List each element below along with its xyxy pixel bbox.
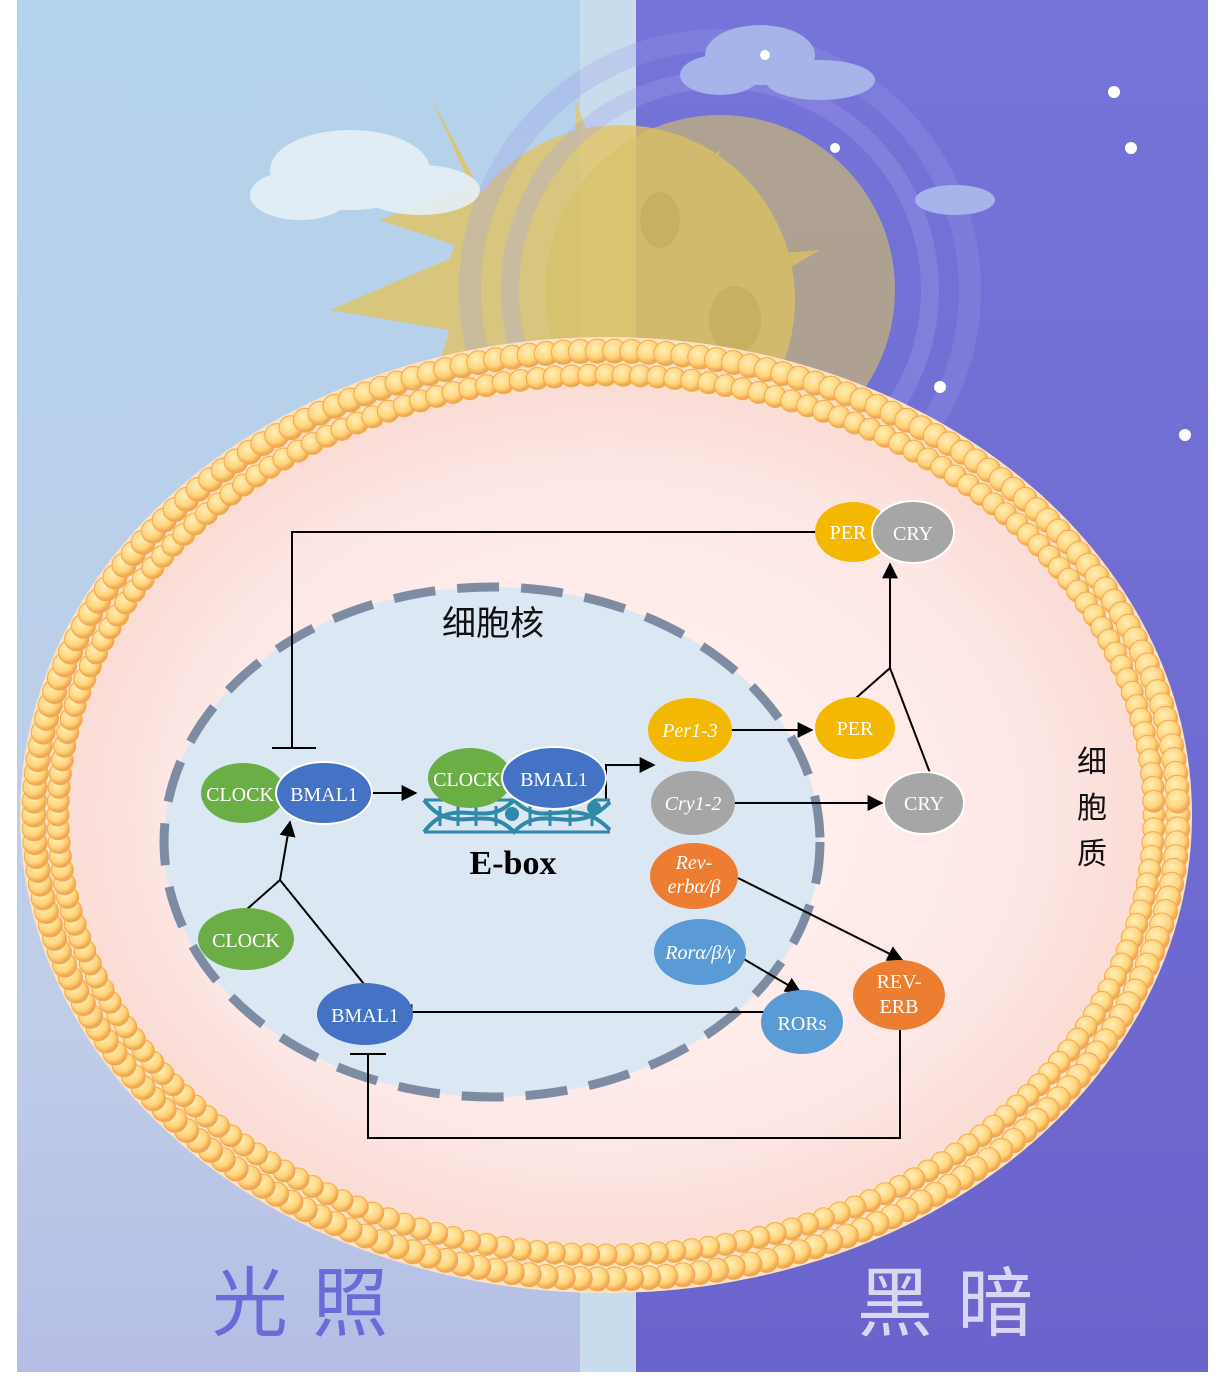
bmal1-label: BMAL1 [290, 784, 358, 806]
cloud-icon [250, 130, 480, 220]
membrane-beads-outer [21, 338, 1191, 1292]
rors-node: RORs [761, 990, 843, 1054]
per-complex-label: PER [830, 522, 867, 544]
ror-gene-node: Rorα/β/γ [654, 919, 746, 985]
bmal1-node-main: BMAL1 [275, 761, 373, 825]
bmal1-merge-line [279, 879, 365, 985]
per-gene-node: Per1-3 [648, 698, 732, 762]
membrane-beads-inner [46, 363, 1166, 1267]
light-label: 光 照 [212, 1259, 388, 1348]
cry-protein-label: CRY [904, 793, 944, 815]
arrow-reverb [737, 877, 904, 961]
bmal1-label: BMAL1 [520, 769, 588, 791]
rev-erb-protein-label-line2: ERB [880, 996, 919, 1018]
nucleus-envelope [159, 582, 825, 1102]
rev-erb-gene-node: Rev- erbα/β [650, 843, 738, 909]
reverb-inhibit-line [367, 1030, 901, 1139]
cry-protein-node: CRY [883, 771, 965, 835]
rors-label: RORs [778, 1013, 827, 1035]
cytoplasm-char-2: 胞 [1077, 791, 1107, 826]
nucleus-label: 细胞核 [442, 604, 544, 644]
per-protein-node: PER [815, 697, 895, 759]
cry-gene-node: Cry1-2 [651, 771, 735, 835]
nodes: CLOCK BMAL1 CLOCK BMAL1 CLOCK BMAL1 Per1… [198, 500, 965, 1054]
clock-merge-line [245, 879, 281, 911]
rev-erb-gene-label-line1: Rev- [675, 852, 713, 874]
cytoplasm-label: 细 胞 质 [1077, 745, 1107, 872]
ror-gene-label: Rorα/β/γ [664, 942, 736, 964]
clock-label: CLOCK [433, 769, 501, 791]
ebox-label: E-box [470, 845, 557, 882]
cytoplasm-char-3: 质 [1077, 837, 1107, 872]
clock-node-main: CLOCK [201, 763, 285, 823]
per-protein-label: PER [837, 718, 874, 740]
cry-merge-line [889, 667, 931, 774]
per-complex-node: PER [815, 502, 891, 562]
per-gene-label: Per1-3 [661, 720, 718, 742]
per-cry-inhibit-line [291, 531, 820, 748]
cry-complex-node: CRY [871, 500, 955, 564]
arrow-rors [741, 957, 802, 993]
rev-erb-protein-node: REV- ERB [853, 960, 945, 1030]
nucleus: 细胞核 [159, 582, 825, 1102]
cry-gene-label: Cry1-2 [665, 793, 722, 815]
cytoplasm-char-1: 细 [1077, 745, 1107, 780]
transcription-arrow [605, 757, 656, 800]
bmal1-node-lower: BMAL1 [317, 983, 413, 1045]
clock-label: CLOCK [212, 930, 280, 952]
clock-node-ebox: CLOCK [428, 748, 512, 808]
cry-complex-label: CRY [893, 523, 933, 545]
bmal1-node-ebox: BMAL1 [501, 746, 607, 810]
dark-label: 黑 暗 [857, 1259, 1033, 1348]
rev-erb-protein-label-line1: REV- [877, 971, 922, 993]
clock-label: CLOCK [206, 784, 274, 806]
rev-erb-gene-label-line2: erbα/β [668, 876, 721, 898]
per-merge-line [855, 667, 891, 699]
clock-node-lower: CLOCK [198, 908, 294, 970]
arrow-dimer [279, 820, 296, 881]
star-icon [760, 50, 1191, 441]
connectors [245, 531, 931, 1139]
bmal1-label: BMAL1 [331, 1005, 399, 1027]
